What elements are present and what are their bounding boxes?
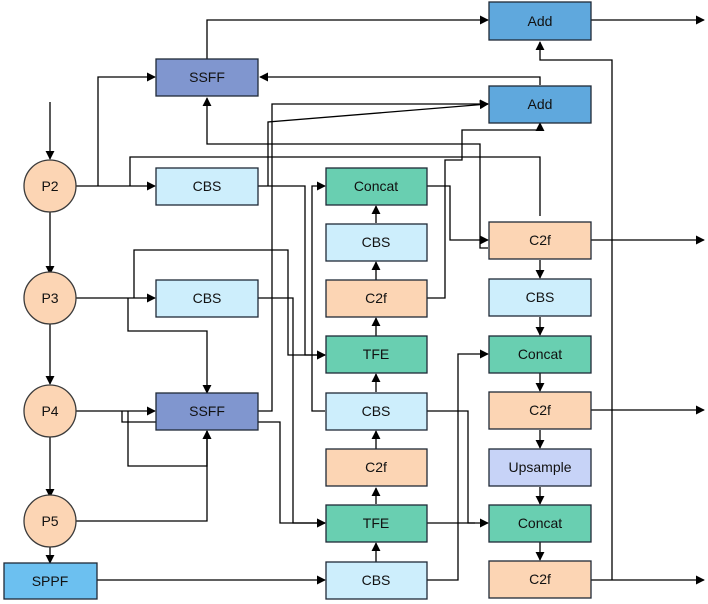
block-sppf: SPPF — [3, 562, 98, 600]
block-cbs-center-3: CBS — [325, 561, 428, 600]
c2f-right-3-box — [488, 560, 592, 599]
p2-circle — [23, 159, 77, 213]
c2f-right-3-label: C2f — [529, 571, 551, 587]
connector-p2-c2f-right — [129, 156, 541, 216]
tfe-1-box — [325, 335, 428, 374]
connector-p3-tfe-1 — [133, 249, 326, 360]
c2f-center-1-box — [325, 279, 428, 318]
block-c2f-right-3: C2f — [488, 560, 592, 599]
add-2-label: Add — [528, 96, 553, 112]
connector-cbs-p2-add2 — [267, 100, 489, 186]
block-cbs-p2: CBS — [155, 167, 259, 206]
connector-add2-ssff-top — [259, 72, 541, 85]
ssff-mid-box — [155, 392, 259, 431]
connector-ssff-mid-add2 — [258, 99, 489, 412]
cbs-p3-box — [155, 279, 259, 318]
concat-right-1-label: Concat — [518, 346, 562, 362]
connections — [45, 15, 705, 585]
block-add-2: Add — [488, 85, 592, 124]
c2f-right-2-label: C2f — [529, 402, 551, 418]
block-cbs-center-1: CBS — [325, 223, 428, 262]
p-node-p5: P5 — [23, 494, 77, 548]
block-tfe-1: TFE — [325, 335, 428, 374]
block-c2f-center-2: C2f — [325, 448, 428, 487]
concat-right-1-box — [488, 335, 592, 374]
p5-label: P5 — [41, 513, 58, 529]
connector-c2f1-add2 — [427, 122, 545, 299]
block-upsample: Upsample — [488, 448, 592, 487]
connector-c2f-r1-ssff-top — [202, 97, 488, 249]
p-node-p4: P4 — [23, 384, 77, 438]
concat-center-label: Concat — [354, 178, 398, 194]
add-1-box — [488, 1, 592, 41]
p3-circle — [23, 271, 77, 325]
block-concat-right-1: Concat — [488, 335, 592, 374]
add-2-box — [488, 85, 592, 124]
p3-label: P3 — [41, 290, 58, 306]
cbs-center-1-label: CBS — [362, 234, 391, 250]
concat-center-box — [325, 167, 428, 206]
cbs-center-3-box — [325, 561, 428, 600]
c2f-center-2-box — [325, 448, 428, 487]
block-c2f-right-2: C2f — [488, 391, 592, 430]
c2f-right-2-box — [488, 391, 592, 430]
concat-right-2-label: Concat — [518, 515, 562, 531]
upsample-label: Upsample — [508, 459, 571, 475]
connector-cbs-p2-tfe-1 — [258, 185, 326, 360]
block-c2f-right-1: C2f — [488, 221, 592, 260]
cbs-p2-label: CBS — [193, 178, 222, 194]
block-tfe-2: TFE — [325, 504, 428, 543]
connector-p5-ssff-mid — [76, 430, 212, 522]
connector-cbs-p3-tfe-2 — [258, 297, 326, 528]
p4-circle — [23, 384, 77, 438]
sppf-label: SPPF — [32, 573, 69, 589]
block-cbs-right: CBS — [488, 278, 592, 317]
p-node-p3: P3 — [23, 271, 77, 325]
add-1-label: Add — [528, 13, 553, 29]
c2f-center-1-label: C2f — [365, 290, 387, 306]
cbs-p2-box — [155, 167, 259, 206]
connector-cbs3-concat-r1 — [427, 349, 489, 581]
connector-tfe1-concat-side — [311, 181, 326, 412]
tfe-1-label: TFE — [363, 346, 389, 362]
block-add-1: Add — [488, 1, 592, 41]
block-cbs-p3: CBS — [155, 279, 259, 318]
connector-concat-c2f-right — [427, 185, 489, 245]
sppf-box — [3, 562, 98, 600]
p-node-p2: P2 — [23, 159, 77, 213]
block-ssff-top: SSFF — [155, 58, 259, 97]
cbs-center-2-box — [325, 392, 428, 431]
block-concat-right-2: Concat — [488, 504, 592, 543]
connector-cbs2-concat-r2 — [427, 410, 489, 528]
p5-circle — [23, 494, 77, 548]
cbs-center-1-box — [325, 223, 428, 262]
tfe-2-label: TFE — [363, 515, 389, 531]
cbs-p3-label: CBS — [193, 290, 222, 306]
ssff-top-label: SSFF — [189, 69, 225, 85]
c2f-center-2-label: C2f — [365, 459, 387, 475]
ssff-top-box — [155, 58, 259, 97]
ssff-mid-label: SSFF — [189, 403, 225, 419]
connector-c2f-r3-add1 — [535, 41, 613, 580]
p4-label: P4 — [41, 403, 58, 419]
concat-right-2-box — [488, 504, 592, 543]
connector-p2-ssff-top — [97, 72, 156, 186]
c2f-right-1-label: C2f — [529, 232, 551, 248]
block-ssff-mid: SSFF — [155, 392, 259, 431]
tfe-2-box — [325, 504, 428, 543]
block-concat-center: Concat — [325, 167, 428, 206]
cbs-right-label: CBS — [526, 289, 555, 305]
cbs-right-box — [488, 278, 592, 317]
cbs-center-3-label: CBS — [362, 572, 391, 588]
block-c2f-center-1: C2f — [325, 279, 428, 318]
connector-ssff-top-add1 — [206, 15, 489, 59]
upsample-box — [488, 448, 592, 487]
block-cbs-center-2: CBS — [325, 392, 428, 431]
cbs-center-2-label: CBS — [362, 403, 391, 419]
p2-label: P2 — [41, 178, 58, 194]
connector-p3-ssff-mid — [127, 298, 212, 394]
c2f-right-1-box — [488, 221, 592, 260]
